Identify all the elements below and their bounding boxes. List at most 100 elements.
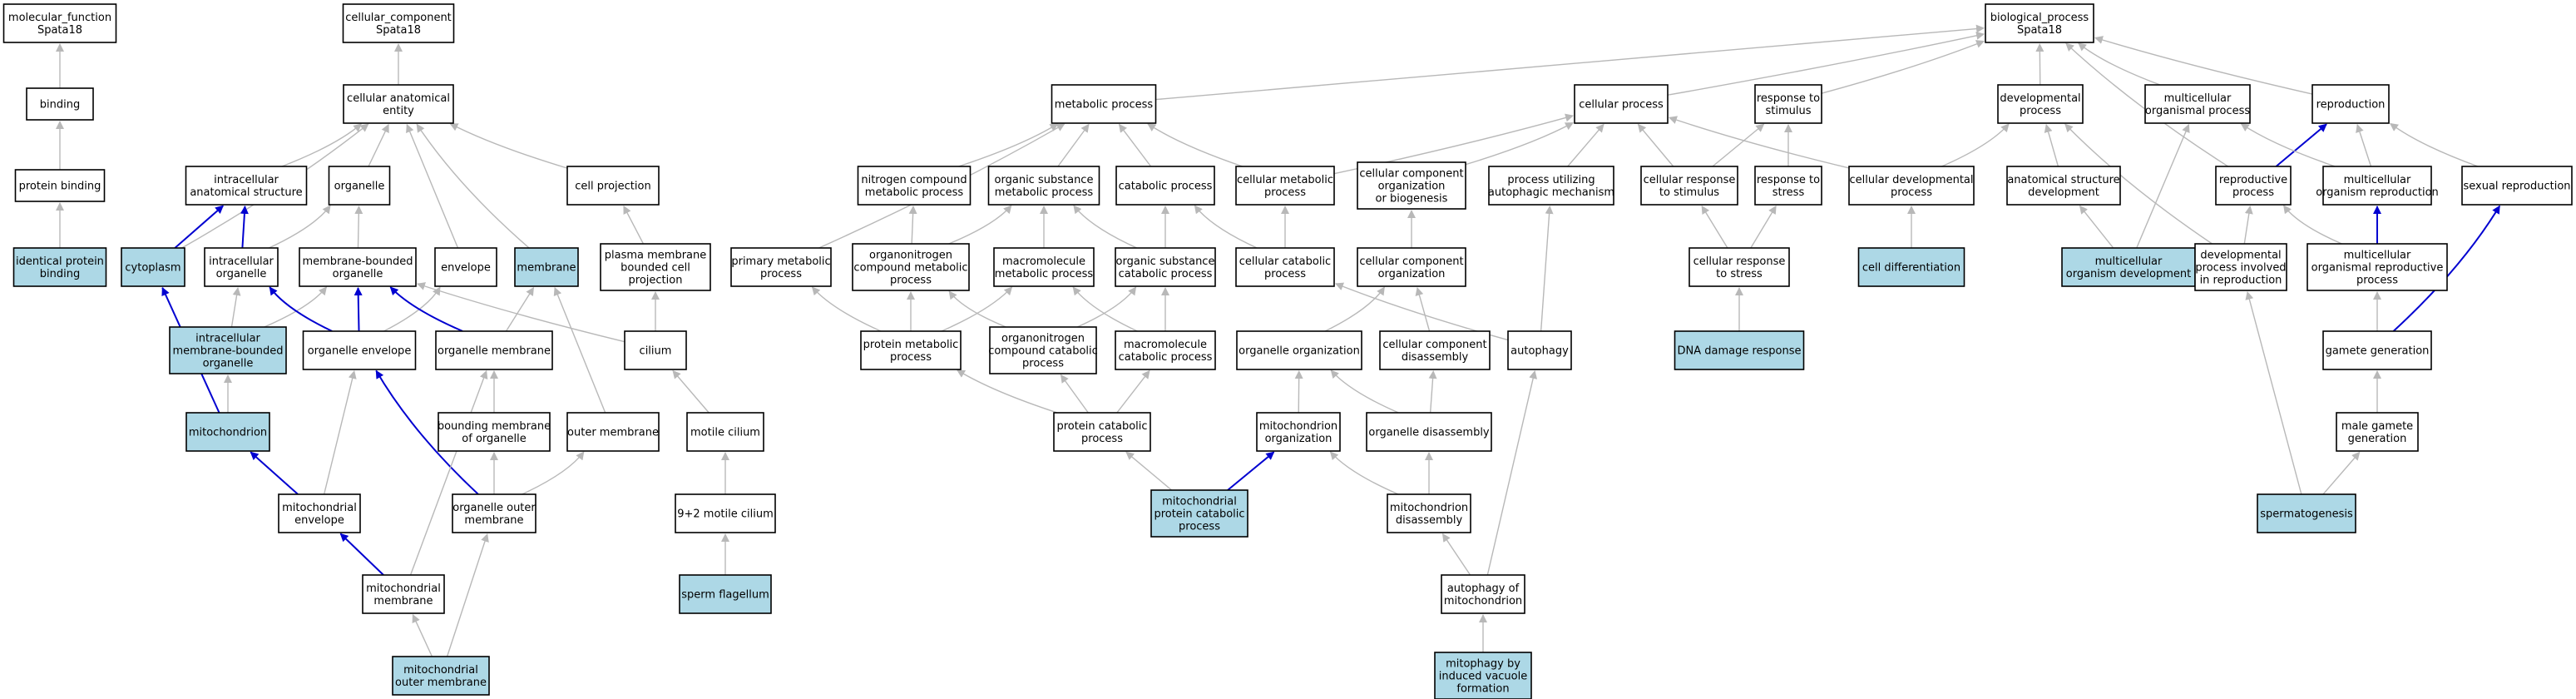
edge-cell-projection-to-cellular-anatomical-entity [449, 123, 568, 169]
node-sperm-flagellum[interactable]: sperm flagellum [679, 574, 772, 614]
node-binding[interactable]: binding [26, 87, 94, 121]
node-cytoplasm[interactable]: cytoplasm [121, 247, 185, 287]
node-label: multicellular [2164, 92, 2232, 105]
node-membrane[interactable]: membrane [514, 247, 579, 287]
node-protein-binding[interactable]: protein binding [14, 169, 106, 202]
node-nine-two-motile-cilium[interactable]: 9+2 motile cilium [675, 493, 776, 533]
edge-organelle-disassembly-to-organelle-organization [1330, 369, 1399, 414]
edge-organonitrogen-compound-catabolic-process-to-organonitrogen-compound-metabolic-process [948, 290, 1006, 328]
node-motile-cilium[interactable]: motile cilium [686, 412, 764, 452]
node-label: cellular catabolic [1239, 255, 1331, 268]
node-dna-damage-response[interactable]: DNA damage response [1674, 330, 1805, 370]
node-organelle[interactable]: organelle [328, 166, 391, 206]
node-label: compound metabolic [853, 262, 967, 275]
edge-cellular-metabolic-process-to-metabolic-process [1147, 123, 1244, 167]
node-label: process [1081, 433, 1123, 445]
node-organelle-membrane[interactable]: organelle membrane [435, 330, 553, 370]
node-organelle-envelope[interactable]: organelle envelope [302, 330, 417, 370]
node-metabolic-process[interactable]: metabolic process [1051, 84, 1157, 124]
node-label: organization [1265, 433, 1332, 445]
node-box [342, 3, 455, 43]
node-autophagy[interactable]: autophagy [1507, 330, 1572, 370]
node-cellular-process[interactable]: cellular process [1574, 84, 1669, 124]
node-reproduction[interactable]: reproduction [2311, 84, 2390, 124]
node-label: biological_process [1990, 12, 2089, 24]
node-cell-differentiation[interactable]: cell differentiation [1857, 247, 1965, 287]
node-label: organelle disassembly [1368, 427, 1490, 439]
node-label: process [1179, 521, 1220, 533]
node-label: primary metabolic [731, 255, 830, 268]
node-label: metabolic process [995, 268, 1094, 280]
node-label: induced vacuole [1439, 671, 1527, 683]
node-outer-membrane[interactable]: outer membrane [566, 412, 660, 452]
node-spermatogenesis[interactable]: spermatogenesis [2257, 493, 2356, 533]
node-cilium[interactable]: cilium [624, 330, 687, 370]
node-envelope[interactable]: envelope [434, 247, 497, 287]
node-organelle-disassembly[interactable]: organelle disassembly [1366, 412, 1492, 452]
node-label: autophagic mechanism [1488, 186, 1614, 199]
node-box [1366, 412, 1492, 452]
node-label: autophagy [1510, 345, 1569, 358]
node-mitochondrion[interactable]: mitochondrion [185, 412, 270, 452]
node-organelle-organization[interactable]: organelle organization [1236, 330, 1362, 370]
node-box [1150, 489, 1248, 538]
node-catabolic-process[interactable]: catabolic process [1115, 166, 1215, 206]
node-sexual-reproduction[interactable]: sexual reproduction [2461, 166, 2573, 206]
node-cell-projection[interactable]: cell projection [566, 166, 660, 206]
node-label: catabolic process [1119, 181, 1213, 193]
edge-protein-catabolic-process-to-macromolecule-catabolic-process [1116, 369, 1150, 414]
node-gamete-generation[interactable]: gamete generation [2322, 330, 2432, 370]
node-label: envelope [441, 262, 491, 275]
